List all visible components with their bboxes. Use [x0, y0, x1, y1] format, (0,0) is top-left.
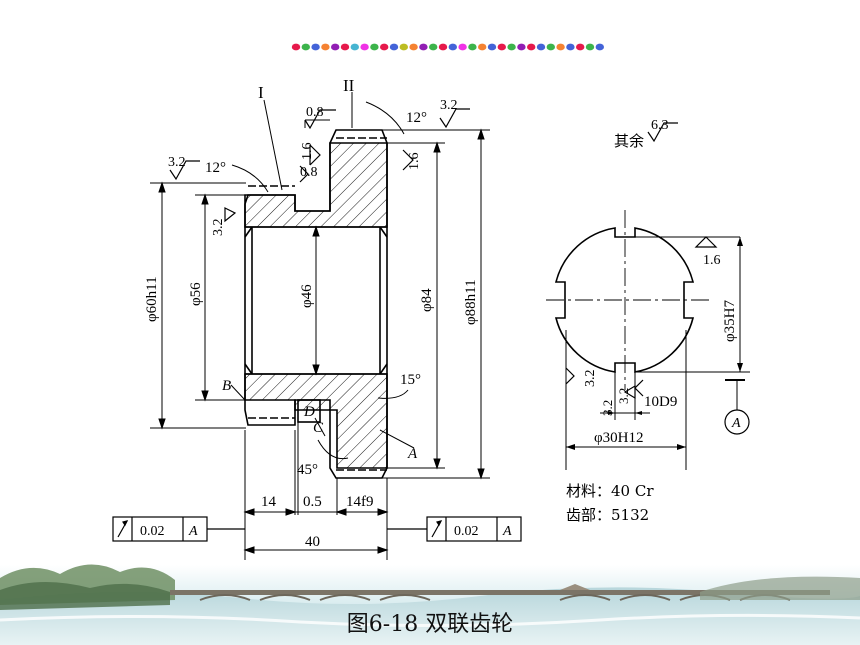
dim-14: 14 — [261, 494, 277, 510]
decorative-dot — [419, 43, 428, 51]
decorative-dot — [370, 43, 379, 51]
decorative-dot — [566, 43, 575, 51]
decorative-dot — [311, 43, 320, 51]
angle-label-12-left: 12° — [205, 160, 226, 176]
spline-end-view — [546, 210, 750, 470]
angle-label-12-top: 12° — [406, 110, 427, 126]
dim-d35h7: φ35H7 — [722, 300, 738, 342]
decorative-dot — [389, 43, 399, 51]
roughness-rest-value: 6.3 — [651, 118, 669, 133]
landscape-banner — [0, 564, 860, 645]
decorative-dot — [331, 43, 340, 51]
dim-d30h12: φ30H12 — [594, 430, 644, 446]
geometric-tolerance-frames — [112, 516, 522, 542]
tolerance-left-value: 0.02 — [140, 524, 165, 539]
dim-0-5: 0.5 — [303, 494, 322, 510]
section-label-1: I — [258, 83, 264, 102]
roughness-0-8-mid: 0.8 — [300, 165, 318, 180]
decorative-dot — [546, 43, 555, 51]
decorative-dot — [595, 43, 604, 51]
point-label-c: C — [313, 420, 324, 436]
roughness-1-6-right: 1.6 — [407, 153, 422, 171]
decorative-dot — [478, 43, 487, 51]
roughness-3-2-section-a: 3.2 — [583, 370, 598, 388]
dim-10d9: 10D9 — [644, 394, 677, 410]
point-label-a: A — [407, 446, 418, 462]
drawing-text: I II 12° 12° 15° 45° B C D A 0.8 0.8 1.6… — [140, 76, 741, 550]
roughness-symbols — [169, 108, 718, 400]
decorative-dot — [497, 43, 506, 51]
dim-d84: φ84 — [419, 288, 435, 312]
decorative-dot — [536, 43, 546, 51]
decorative-dot — [517, 43, 526, 51]
decorative-dot-row — [291, 43, 604, 51]
decorative-dot — [448, 43, 457, 51]
gear-section-view — [244, 129, 388, 479]
roughness-3-2-left: 3.2 — [168, 155, 186, 170]
roughness-3-2-section-c: 3.2 — [600, 400, 615, 416]
dim-d88h11: φ88h11 — [463, 279, 479, 325]
dim-d46: φ46 — [299, 284, 315, 308]
decorative-dot — [291, 43, 301, 51]
decorative-dot — [350, 43, 359, 51]
roughness-1-6-section: 1.6 — [703, 253, 721, 268]
roughness-0-8-top: 0.8 — [306, 105, 324, 120]
tolerance-right-value: 0.02 — [454, 524, 479, 539]
material-note: 材料：40 Cr — [566, 482, 654, 500]
decorative-dot — [507, 43, 516, 51]
decorative-dot — [340, 43, 350, 51]
decorative-dot — [360, 43, 369, 51]
point-label-d: D — [303, 404, 315, 420]
decorative-dot — [380, 43, 389, 51]
decorative-dot — [409, 43, 418, 51]
tolerance-right-datum: A — [502, 524, 512, 539]
figure-caption: 图6-18 双联齿轮 — [346, 612, 514, 637]
decorative-dot — [576, 43, 585, 51]
decorative-dot — [429, 43, 438, 51]
decorative-dot — [585, 43, 595, 51]
decorative-dot — [301, 43, 310, 51]
dim-14f9: 14f9 — [346, 494, 374, 510]
section-label-2: II — [343, 76, 355, 95]
decorative-dot — [468, 43, 477, 51]
decorative-dot — [438, 43, 448, 51]
angle-label-45: 45° — [297, 462, 318, 478]
dim-40: 40 — [305, 534, 320, 550]
angle-label-15: 15° — [400, 372, 421, 388]
roughness-3-2-side: 3.2 — [211, 219, 226, 237]
decorative-dot — [556, 43, 565, 51]
decorative-dot — [458, 43, 467, 51]
gear-note: 齿部：5132 — [566, 506, 650, 524]
roughness-1-6-left: 1.6 — [300, 143, 315, 161]
tolerance-left-datum: A — [188, 524, 198, 539]
roughness-3-2-top: 3.2 — [440, 98, 458, 113]
datum-circle-a: A — [731, 416, 741, 431]
roughness-3-2-section-b: 3.2 — [616, 388, 631, 404]
decorative-dot — [487, 43, 497, 51]
decorative-dot — [321, 43, 330, 51]
dim-d60h11: φ60h11 — [144, 276, 160, 322]
dim-d56: φ56 — [188, 282, 204, 306]
point-label-b: B — [222, 378, 231, 394]
decorative-dot — [527, 43, 536, 51]
dimension-lines — [150, 92, 490, 560]
decorative-dot — [399, 43, 408, 51]
roughness-rest-label: 其余 — [614, 132, 644, 150]
